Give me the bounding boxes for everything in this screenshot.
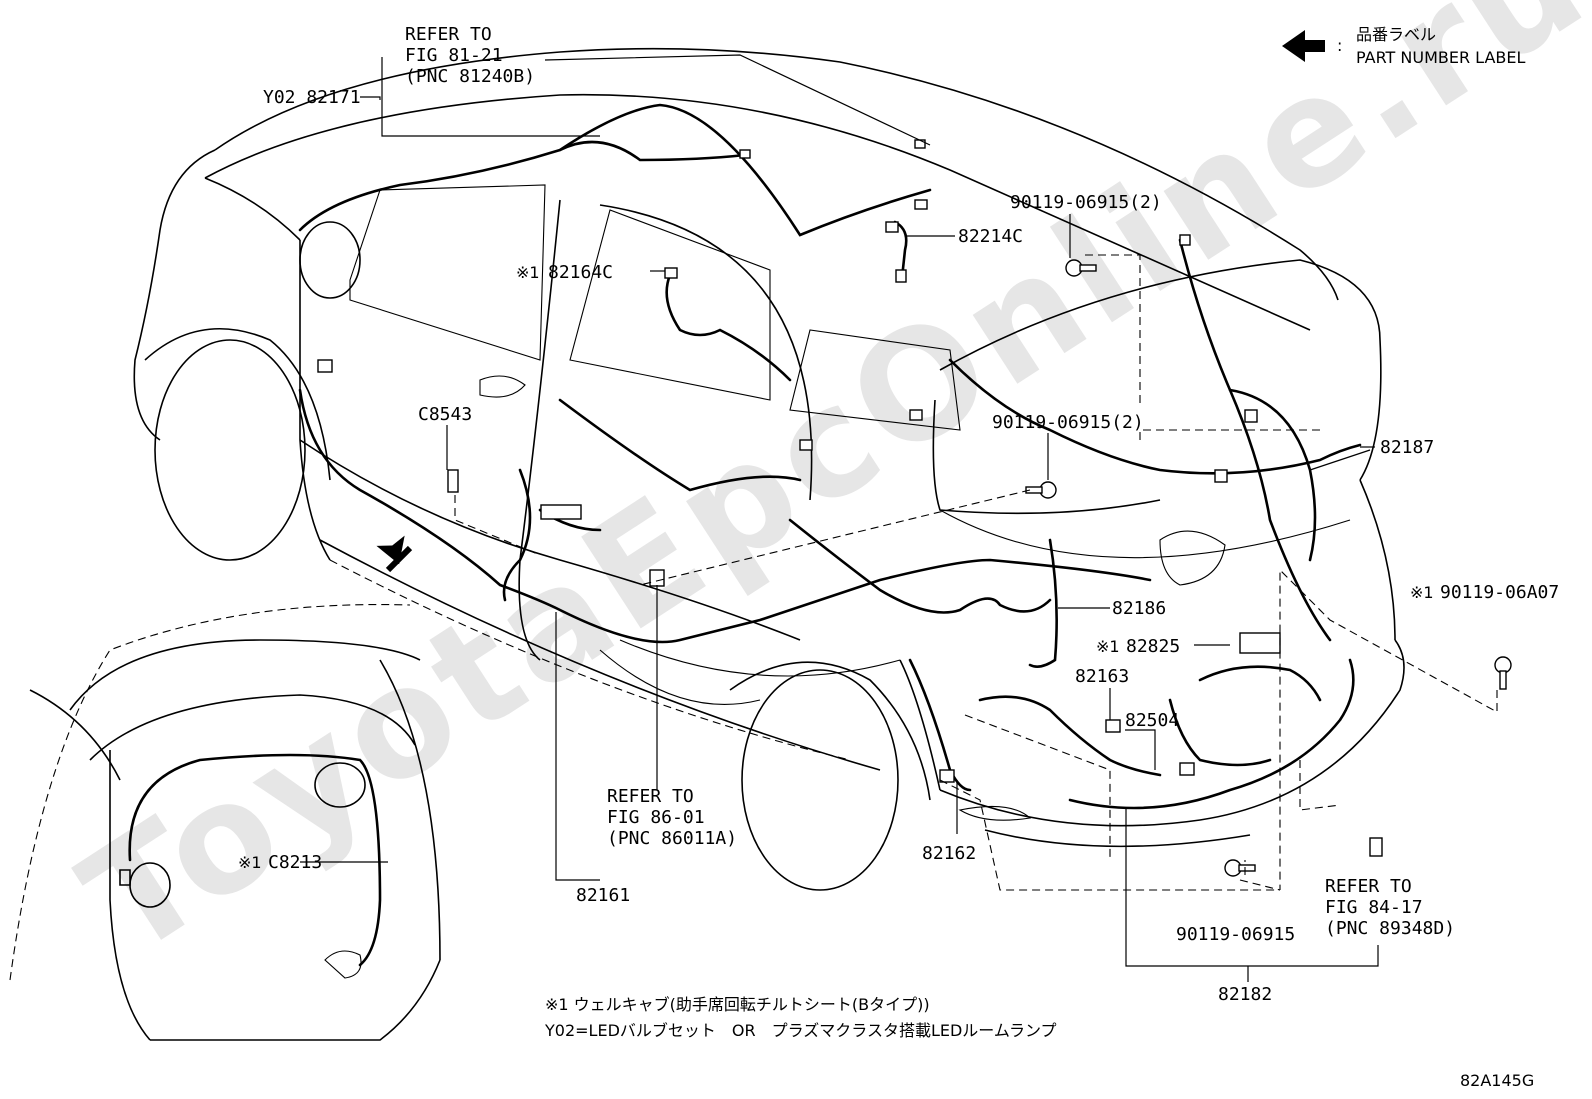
callout-labels: REFER TO FIG 81-21 (PNC 81240B) Y02 8217… xyxy=(238,24,1559,1005)
bolts xyxy=(1025,259,1512,877)
leader-lines xyxy=(300,54,1498,982)
bolt-icon xyxy=(1224,859,1256,877)
label-82162: 82162 xyxy=(922,843,976,864)
vehicle-body-outline xyxy=(133,47,1405,891)
label-82161: 82161 xyxy=(576,885,630,906)
label-82163: 82163 xyxy=(1075,666,1129,687)
label-bolt-top: 90119-06915(2) xyxy=(1010,192,1162,213)
label-bolt-mid: 90119-06915(2) xyxy=(992,412,1144,433)
harness-82163 xyxy=(978,695,1162,777)
label-y02-82171: Y02 82171 xyxy=(263,87,361,108)
label-bolt-06a07: 90119-06A07 xyxy=(1440,582,1559,603)
label-82825: 82825 xyxy=(1126,636,1180,657)
harness-82171 xyxy=(298,103,932,237)
wire-harnesses xyxy=(298,103,1362,810)
inset-view xyxy=(9,604,441,1041)
refer-84-17-line3: (PNC 89348D) xyxy=(1325,918,1455,939)
label-bolt-bottom: 90119-06915 xyxy=(1176,924,1295,945)
mark-82164c: ※1 xyxy=(516,263,540,282)
watermark: ToyotaEpcOnline.ru xyxy=(55,0,1592,990)
bolt-icon xyxy=(1025,481,1057,499)
harness-82182 xyxy=(1068,658,1355,810)
label-82186: 82186 xyxy=(1112,598,1166,619)
label-82504: 82504 xyxy=(1125,710,1179,731)
note-1: ※1 ウェルキャブ(助手席回転チルトシート(Bタイプ)) xyxy=(545,995,930,1014)
legend-separator: : xyxy=(1337,36,1342,55)
refer-81-21-line3: (PNC 81240B) xyxy=(405,66,535,87)
label-82214c: 82214C xyxy=(958,226,1023,247)
figure-code: 82A145G xyxy=(1460,1071,1534,1090)
legend: : 品番ラベル PART NUMBER LABEL xyxy=(1282,25,1525,67)
harness-82161 xyxy=(298,388,1152,644)
label-c8543: C8543 xyxy=(418,404,472,425)
bolt-icon xyxy=(1494,656,1512,690)
legend-label-jp: 品番ラベル xyxy=(1356,25,1436,44)
refer-86-01-line2: FIG 86-01 xyxy=(607,807,705,828)
harness-82186 xyxy=(788,518,1052,614)
refer-84-17-line1: REFER TO xyxy=(1325,876,1412,897)
mark-bolt-06a07: ※1 xyxy=(1410,583,1434,602)
mark-c8213: ※1 xyxy=(238,853,262,872)
refer-81-21-line2: FIG 81-21 xyxy=(405,45,503,66)
note-2: Y02=LEDバルブセット OR プラズマクラスタ搭載LEDルームランプ xyxy=(544,1021,1057,1040)
label-82182: 82182 xyxy=(1218,984,1272,1005)
refer-86-01-line3: (PNC 86011A) xyxy=(607,828,737,849)
refer-84-17-line2: FIG 84-17 xyxy=(1325,897,1423,918)
arrow-left-icon xyxy=(1282,30,1325,62)
label-82187: 82187 xyxy=(1380,437,1434,458)
label-82164c: 82164C xyxy=(548,262,613,283)
mark-82825: ※1 xyxy=(1096,637,1120,656)
legend-label-en: PART NUMBER LABEL xyxy=(1356,48,1525,67)
label-c8213: C8213 xyxy=(268,852,322,873)
refer-81-21-line1: REFER TO xyxy=(405,24,492,45)
harness-82164c xyxy=(665,273,792,382)
bolt-icon xyxy=(1065,259,1097,277)
refer-86-01-line1: REFER TO xyxy=(607,786,694,807)
notes: ※1 ウェルキャブ(助手席回転チルトシート(Bタイプ)) Y02=LEDバルブセ… xyxy=(544,995,1057,1040)
harness-82187 xyxy=(948,358,1362,475)
